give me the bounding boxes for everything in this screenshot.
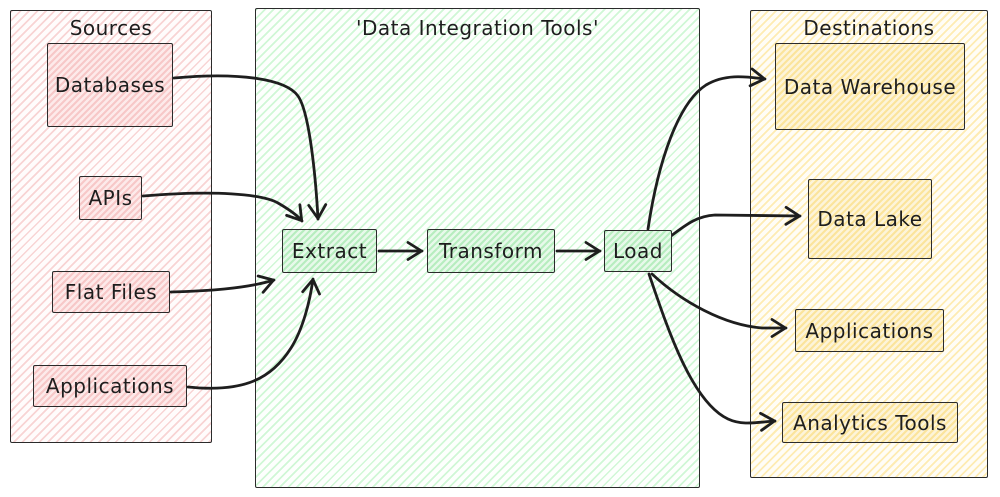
node-data-lake: Data Lake	[808, 179, 932, 259]
node-applications-destination: Applications	[795, 309, 944, 352]
node-applications-source: Applications	[33, 365, 187, 407]
node-extract: Extract	[282, 229, 377, 273]
node-analytics-tools: Analytics Tools	[782, 402, 958, 443]
panel-title-sources: Sources	[69, 16, 153, 40]
node-apis: APIs	[79, 176, 142, 220]
node-flat-files: Flat Files	[52, 271, 170, 313]
node-data-warehouse: Data Warehouse	[775, 43, 965, 130]
panel-title-destinations: Destinations	[803, 16, 935, 40]
panel-title-data-integration-tools: 'Data Integration Tools'	[356, 16, 599, 40]
node-transform: Transform	[427, 229, 555, 273]
node-databases: Databases	[47, 43, 173, 127]
node-load: Load	[604, 230, 672, 272]
